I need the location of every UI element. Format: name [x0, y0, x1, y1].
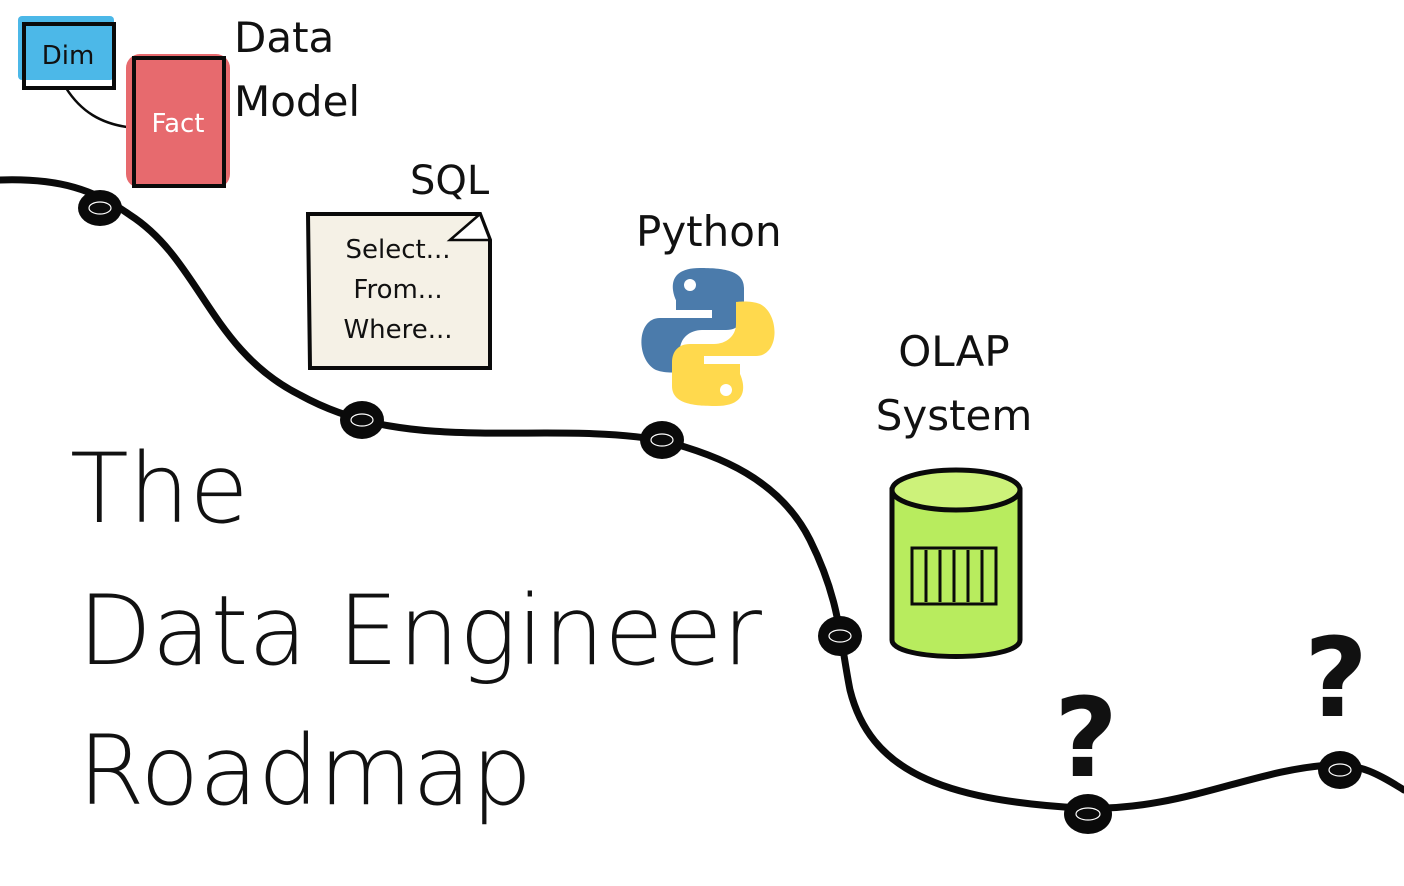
- milestone-knot-6: [1318, 751, 1362, 789]
- python-logo-icon: [641, 268, 775, 406]
- data-model-label-line2: Model: [234, 77, 360, 126]
- fact-table-box: Fact: [126, 54, 230, 188]
- fact-label: Fact: [152, 109, 205, 139]
- sql-line-select: Select...: [345, 235, 450, 265]
- python-label: Python: [636, 207, 782, 256]
- olap-label-line2: System: [876, 391, 1033, 440]
- question-mark-2: ?: [1304, 614, 1368, 742]
- dim-label: Dim: [42, 41, 95, 71]
- dim-fact-connector: [64, 87, 136, 130]
- data-model-label-line1: Data: [234, 13, 334, 62]
- sql-line-from: From...: [353, 275, 442, 305]
- milestone-knot-1: [78, 190, 122, 226]
- title-line1: The: [70, 433, 249, 545]
- database-cylinder-icon: [889, 467, 1023, 659]
- title-line2: Data Engineer: [78, 575, 762, 687]
- milestone-knot-5: [1064, 794, 1112, 834]
- sql-line-where: Where...: [343, 315, 452, 345]
- milestone-knot-3: [640, 421, 684, 459]
- sql-note: Select... From... Where...: [305, 211, 492, 370]
- title-line3: Roadmap: [78, 715, 532, 827]
- milestone-knot-4: [818, 616, 862, 656]
- question-mark-1: ?: [1054, 674, 1118, 802]
- sql-label: SQL: [410, 158, 490, 204]
- olap-label-line1: OLAP: [898, 327, 1009, 376]
- dim-table-box: Dim: [18, 16, 116, 90]
- roadmap-path: [0, 176, 1404, 812]
- milestone-knot-2: [340, 401, 384, 439]
